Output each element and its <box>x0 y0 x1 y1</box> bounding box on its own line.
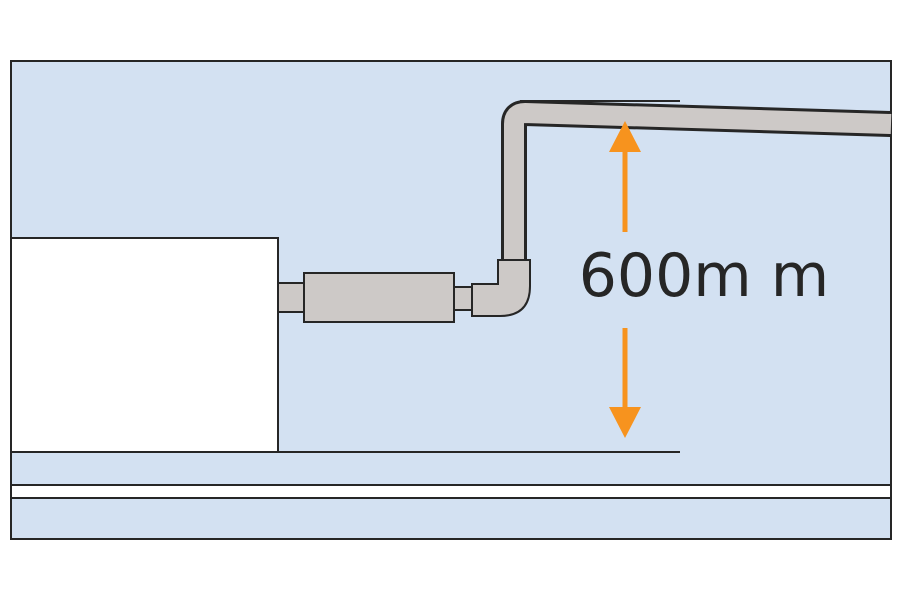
drain-outlet-stub <box>277 282 307 313</box>
arrow-head-up-icon <box>609 121 641 152</box>
dimension-arrow-down <box>609 328 641 438</box>
ceiling-board <box>10 484 892 499</box>
pipe-elbow-fitting <box>471 259 531 317</box>
dimension-label: 600m m <box>579 241 830 311</box>
dimension-arrow-up <box>609 121 641 232</box>
flexible-drain-hose <box>303 272 455 323</box>
indoor-unit-body <box>10 237 279 453</box>
arrow-head-down-icon <box>609 407 641 438</box>
